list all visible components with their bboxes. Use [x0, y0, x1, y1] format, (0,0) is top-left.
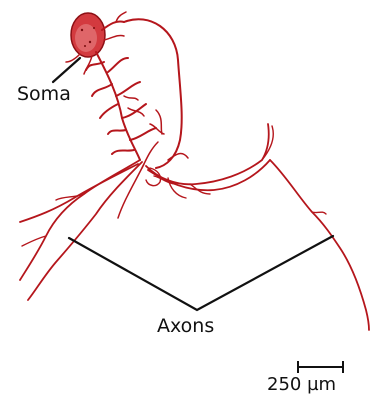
- scale-bar-label: 250 µm: [267, 376, 336, 394]
- axons: [20, 124, 369, 330]
- axons-label: Axons: [157, 317, 214, 336]
- soma-label: Soma: [17, 85, 71, 104]
- axons-pointer: [69, 236, 333, 310]
- scale-bar: [297, 361, 344, 373]
- soma: [71, 13, 105, 57]
